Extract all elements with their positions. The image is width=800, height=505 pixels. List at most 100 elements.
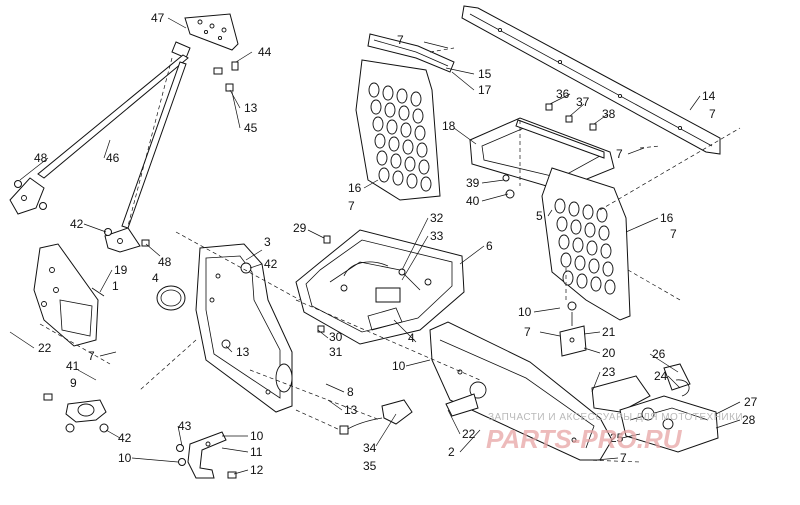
- leader-line: [375, 413, 397, 447]
- callout-c7a: 7: [88, 349, 95, 363]
- sight-line: [429, 47, 455, 53]
- leader-line: [715, 401, 741, 415]
- sight-line: [295, 299, 481, 381]
- leader-line: [167, 17, 187, 29]
- left-side-bracket: [33, 243, 105, 347]
- perforation-hole: [574, 255, 586, 271]
- callout-c4a: 4: [152, 271, 159, 285]
- leader-line: [667, 375, 681, 389]
- callout-c6: 6: [486, 239, 493, 253]
- leader-line: [19, 157, 49, 181]
- leader-line: [177, 425, 183, 447]
- leader-line: [83, 223, 107, 233]
- leader-line: [99, 269, 113, 293]
- leader-line: [77, 369, 97, 381]
- perforation-hole: [410, 91, 422, 107]
- perforation-hole: [390, 153, 402, 169]
- leader-line: [401, 217, 429, 271]
- callout-c24: 24: [654, 369, 668, 383]
- callout-c18: 18: [442, 119, 456, 133]
- callout-c42b: 42: [264, 257, 278, 271]
- leader-line: [405, 359, 431, 367]
- leader-lines: [9, 17, 741, 475]
- callout-c1: 1: [112, 279, 119, 293]
- perforation-hole: [584, 222, 596, 238]
- callout-c48b: 48: [158, 255, 172, 269]
- callout-c37: 37: [576, 95, 590, 109]
- callout-c7d: 7: [709, 107, 716, 121]
- leader-line: [451, 71, 475, 91]
- leader-line: [549, 93, 571, 105]
- callout-c22b: 22: [462, 427, 476, 441]
- perforation-hole: [370, 99, 382, 115]
- leader-line: [225, 345, 233, 353]
- leader-line: [9, 331, 35, 349]
- perforation-hole: [420, 176, 432, 192]
- leader-line: [595, 457, 619, 461]
- perforation-hole: [398, 105, 410, 121]
- leader-line: [583, 347, 601, 354]
- callout-c7e: 7: [616, 147, 623, 161]
- callout-c7g: 7: [524, 325, 531, 339]
- perforation-hole: [404, 156, 416, 172]
- callout-c7h: 7: [620, 451, 627, 465]
- leader-line: [621, 433, 641, 439]
- steering-support-assembly: [9, 13, 239, 253]
- perforation-hole: [378, 167, 390, 183]
- callout-c42a: 42: [70, 217, 84, 231]
- callout-c9: 9: [70, 376, 77, 390]
- callout-c13b: 13: [236, 345, 250, 359]
- perforation-hole: [396, 88, 408, 104]
- perforation-hole: [588, 258, 600, 274]
- leader-line: [625, 217, 659, 233]
- callout-c41: 41: [66, 359, 80, 373]
- sight-line: [639, 145, 661, 149]
- leader-line: [249, 263, 263, 269]
- leader-line: [593, 113, 609, 125]
- perforation-hole: [600, 243, 612, 259]
- leader-line: [447, 409, 461, 435]
- callout-c10c: 10: [392, 359, 406, 373]
- callout-c47: 47: [151, 11, 165, 25]
- callout-c13c: 13: [344, 403, 358, 417]
- leader-line: [307, 229, 325, 239]
- leader-line: [481, 179, 505, 184]
- perforation-hole: [406, 173, 418, 189]
- callout-c39: 39: [466, 176, 480, 190]
- perforation-hole: [568, 201, 580, 217]
- leader-line: [445, 67, 475, 75]
- leader-line: [327, 399, 343, 411]
- callout-c14: 14: [702, 89, 716, 103]
- callout-c5: 5: [536, 209, 543, 223]
- perforation-hole: [392, 170, 404, 186]
- callout-c35: 35: [363, 459, 377, 473]
- perforated-panel-left: [355, 33, 455, 201]
- callout-c32: 32: [430, 211, 444, 225]
- callout-c26: 26: [652, 347, 666, 361]
- callout-c10b: 10: [250, 429, 264, 443]
- lower-l-bracket: [176, 431, 237, 479]
- perforation-hole: [598, 225, 610, 241]
- long-rail: [461, 5, 721, 155]
- callout-c7b: 7: [397, 33, 404, 47]
- callout-c30: 30: [329, 330, 343, 344]
- leader-line: [105, 429, 121, 439]
- perforation-hole: [572, 237, 584, 253]
- leader-line: [221, 447, 249, 453]
- callout-c25: 25: [610, 431, 624, 445]
- ring-part: [156, 285, 186, 311]
- callout-c7c: 7: [348, 199, 355, 213]
- leader-line: [131, 457, 179, 463]
- callout-c20: 20: [602, 346, 616, 360]
- callout-c19: 19: [114, 263, 128, 277]
- perforation-hole: [602, 261, 614, 277]
- perforation-hole: [582, 204, 594, 220]
- leader-line: [481, 193, 509, 202]
- leader-line: [103, 139, 111, 159]
- seat-bracket: [469, 103, 615, 199]
- leader-line: [583, 331, 601, 335]
- perforated-panel-right: [541, 167, 631, 321]
- callout-c46: 46: [106, 151, 120, 165]
